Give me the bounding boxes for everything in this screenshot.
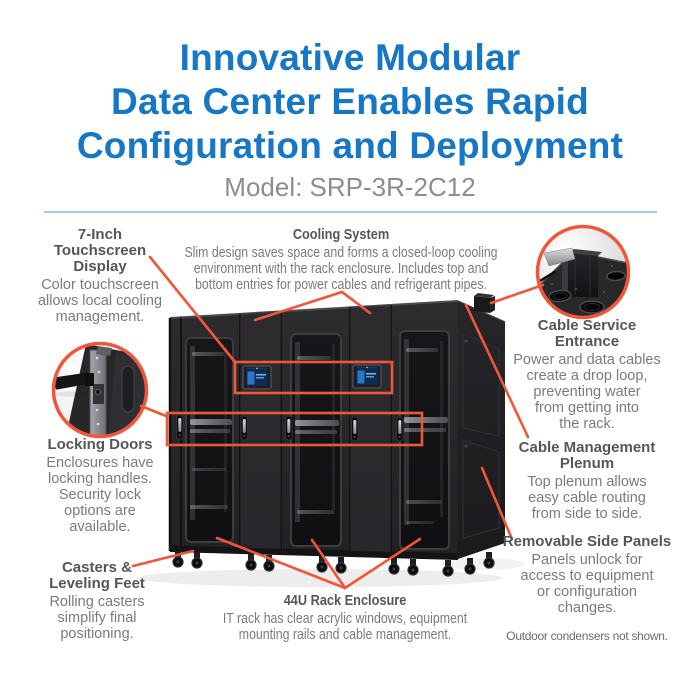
callout-body: Color touchscreen allows local cooling m… xyxy=(37,277,163,325)
page-title: Innovative Modular Data Center Enables R… xyxy=(76,37,624,166)
callout-title: 44U Rack Enclosure xyxy=(283,592,407,609)
locking-door-inset-photo xyxy=(51,341,149,439)
callout-annotations xyxy=(131,255,545,590)
callout-title: Cable Management Plenum xyxy=(518,439,656,472)
casters xyxy=(172,550,495,577)
callout-title: Locking Doors xyxy=(47,436,153,453)
callout-removable-side-panels: Removable Side Panels Panels unlock for … xyxy=(490,533,684,617)
inset-ring xyxy=(51,341,149,439)
callout-line-locking-doors xyxy=(139,404,168,418)
callout-title: Removable Side Panels xyxy=(502,533,672,550)
highlight-box-handles xyxy=(165,411,424,447)
rack-shadow xyxy=(138,569,502,587)
door-window xyxy=(399,330,450,550)
callout-touchscreen-display: 7-Inch Touchscreen Display Color touchsc… xyxy=(20,226,180,326)
model-number: Model: SRP-3R-2C12 xyxy=(224,172,476,202)
callout-body: Slim design saves space and forms a clos… xyxy=(184,245,498,293)
callout-casters-leveling-feet: Casters & Leveling Feet Rolling casters … xyxy=(17,559,177,643)
rack-photo xyxy=(168,293,506,577)
divider-line xyxy=(44,211,657,213)
outdoor-condensers-note: Outdoor condensers not shown. xyxy=(506,629,668,643)
inset-ring xyxy=(535,224,631,320)
callout-cable-management-plenum: Cable Management Plenum Top plenum allow… xyxy=(503,439,671,523)
callout-body: Rolling casters simplify final positioni… xyxy=(49,594,145,642)
callout-line-rack-3 xyxy=(343,537,422,590)
callout-body: Panels unlock for access to equipment or… xyxy=(520,552,654,616)
callout-title: Cable Service Entrance xyxy=(537,317,637,350)
callout-locking-doors: Locking Doors Enclosures have locking ha… xyxy=(18,436,182,536)
callout-line-rack-2 xyxy=(310,538,347,590)
callout-rack-enclosure: 44U Rack Enclosure IT rack has clear acr… xyxy=(184,592,507,644)
callout-line-rack-1 xyxy=(215,536,347,590)
callout-line-cooling xyxy=(253,290,372,322)
door-window xyxy=(185,337,234,543)
touchscreen xyxy=(242,365,272,390)
callout-body: IT rack has clear acrylic windows, equip… xyxy=(222,611,468,643)
roof-cable-entrance-box xyxy=(474,293,495,313)
callout-cable-service-entrance: Cable Service Entrance Power and data ca… xyxy=(503,317,671,433)
highlight-box-touchscreens xyxy=(233,360,394,395)
touchscreen xyxy=(352,364,382,389)
callout-title: Cooling System xyxy=(292,226,390,243)
callout-body: Power and data cables create a drop loop… xyxy=(513,352,661,432)
callout-body: Top plenum allows easy cable routing fro… xyxy=(527,474,647,522)
callout-title: 7-Inch Touchscreen Display xyxy=(53,226,147,275)
callout-body: Enclosures have locking handles. Securit… xyxy=(46,455,154,535)
cable-entrance-inset-photo xyxy=(535,224,631,320)
door-window xyxy=(290,333,342,547)
callout-cooling-system: Cooling System Slim design saves space a… xyxy=(163,226,520,294)
door-handles xyxy=(176,414,404,442)
callout-title: Casters & Leveling Feet xyxy=(49,559,145,592)
